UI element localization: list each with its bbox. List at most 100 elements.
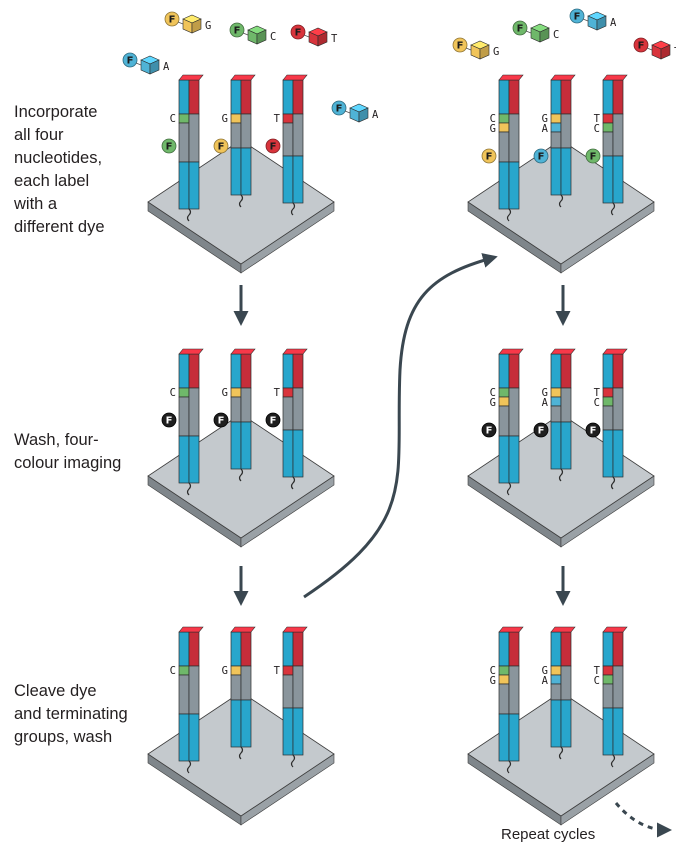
base-letter: G bbox=[542, 387, 548, 399]
strand-block-grey bbox=[550, 683, 562, 701]
strand-block-grey bbox=[282, 122, 294, 157]
nucleotide-cube-right bbox=[317, 31, 328, 47]
strand-block-blue bbox=[230, 147, 242, 196]
incorporated-base-block bbox=[498, 113, 510, 124]
strand-cap bbox=[602, 626, 628, 633]
strand-block-blue bbox=[282, 707, 294, 756]
dye-label-icon bbox=[161, 138, 177, 154]
strand-block-blue bbox=[188, 161, 200, 210]
dye-letter: F bbox=[538, 152, 545, 163]
base-letter: G bbox=[222, 665, 228, 677]
strand-block-blue bbox=[282, 353, 294, 389]
dye-label-icon bbox=[213, 138, 229, 154]
strand-block-red bbox=[240, 631, 252, 667]
dye-label-icon bbox=[290, 24, 306, 40]
base-letter: A bbox=[542, 675, 549, 687]
strand-block-grey bbox=[240, 113, 252, 149]
strand-block-red bbox=[292, 631, 304, 667]
base-letter: G bbox=[490, 675, 496, 687]
strand-block-blue bbox=[612, 429, 624, 478]
base-letter: T bbox=[594, 387, 601, 399]
dye-letter: F bbox=[590, 426, 597, 437]
base-letter: G bbox=[490, 397, 496, 409]
strand-block-grey bbox=[550, 131, 562, 149]
dye-letter: F bbox=[270, 416, 277, 427]
strand-cap bbox=[230, 626, 256, 633]
incorporated-base-block bbox=[550, 387, 562, 398]
strand-block-grey bbox=[292, 665, 304, 709]
strand-block-red bbox=[560, 353, 572, 389]
anchor-linker bbox=[290, 202, 296, 216]
strand-block-blue bbox=[602, 353, 614, 389]
strand-block-blue bbox=[292, 707, 304, 756]
strand-cap bbox=[178, 348, 204, 355]
nucleotide-base-letter: C bbox=[553, 29, 559, 41]
strand-block-grey bbox=[498, 405, 510, 437]
anchor-linker bbox=[186, 482, 192, 496]
incorporated-base-block bbox=[282, 387, 294, 398]
strand-block-grey bbox=[282, 396, 294, 431]
base-letter: T bbox=[274, 665, 281, 677]
base-letter: A bbox=[542, 397, 549, 409]
nucleotide-base-letter: A bbox=[372, 109, 379, 121]
strand-block-blue bbox=[550, 147, 562, 196]
strand-block-red bbox=[188, 631, 200, 667]
strand-block-red bbox=[292, 353, 304, 389]
incorporated-base-block bbox=[602, 113, 614, 124]
dye-label-icon bbox=[161, 412, 177, 428]
anchor-linker bbox=[610, 202, 616, 216]
strand-block-blue bbox=[498, 435, 510, 484]
strand-block-blue bbox=[282, 155, 294, 204]
linker bbox=[646, 47, 653, 51]
strand-block-blue bbox=[602, 707, 614, 756]
dye-label-icon bbox=[585, 148, 601, 164]
strand-block-blue bbox=[230, 699, 242, 748]
strand-cap bbox=[498, 626, 524, 633]
strand-block-blue bbox=[550, 353, 562, 389]
panel-cycle2-incorporate: CGFGAFTCFFGFCFAFT bbox=[452, 8, 676, 274]
dye-letter: F bbox=[218, 142, 225, 153]
nucleotide-base-letter: A bbox=[163, 61, 170, 73]
linker bbox=[303, 34, 310, 38]
dye-label-icon bbox=[481, 148, 497, 164]
nucleotide-cube-right bbox=[539, 27, 550, 43]
dye-label-icon bbox=[633, 37, 649, 53]
incorporated-base-block bbox=[498, 665, 510, 676]
dye-label-icon bbox=[481, 422, 497, 438]
dye-letter: F bbox=[336, 104, 343, 115]
strand-block-blue bbox=[498, 353, 510, 389]
strand-block-grey bbox=[240, 387, 252, 423]
anchor-linker bbox=[186, 760, 192, 774]
step-label-cleave: Cleave dye and terminating groups, wash bbox=[14, 682, 128, 746]
strand-block-blue bbox=[498, 79, 510, 115]
strand-cap bbox=[282, 348, 308, 355]
anchor-linker bbox=[238, 468, 244, 482]
dye-label-icon bbox=[164, 11, 180, 27]
dye-letter: F bbox=[590, 152, 597, 163]
strand-block-blue bbox=[188, 435, 200, 484]
strand-cap bbox=[230, 348, 256, 355]
strand-block-blue bbox=[498, 631, 510, 667]
anchor-linker bbox=[290, 476, 296, 490]
dye-label-icon bbox=[122, 52, 138, 68]
dye-label-icon bbox=[512, 20, 528, 36]
strand-block-blue bbox=[230, 353, 242, 389]
strand-block-grey bbox=[508, 113, 520, 163]
anchor-linker bbox=[506, 482, 512, 496]
strand-block-blue bbox=[498, 713, 510, 762]
nucleotide-cube-right bbox=[149, 59, 160, 75]
strand-cap bbox=[178, 626, 204, 633]
strand-block-blue bbox=[178, 161, 190, 210]
strand-block-blue bbox=[602, 631, 614, 667]
nucleotide-base-letter: T bbox=[331, 33, 338, 45]
dye-letter: F bbox=[574, 12, 581, 23]
strand-block-red bbox=[560, 79, 572, 115]
strand-block-red bbox=[240, 353, 252, 389]
incorporated-base-block bbox=[282, 665, 294, 676]
dye-letter: F bbox=[517, 24, 524, 35]
base-letter: T bbox=[594, 113, 601, 125]
incorporated-base-block bbox=[602, 674, 614, 685]
